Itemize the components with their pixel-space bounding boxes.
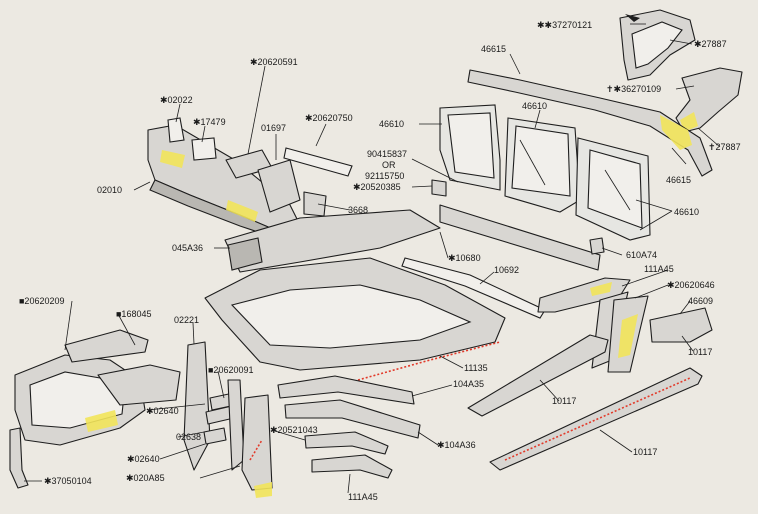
label-37050104: ✱37050104: [44, 476, 92, 486]
label-10117-b: 10117: [552, 396, 576, 406]
label-10117-a: 10117: [688, 347, 712, 357]
label-02640-b: ✱02640: [127, 454, 160, 464]
label-045A36: 045A36: [172, 243, 203, 253]
label-610A74: 610A74: [626, 250, 657, 260]
label-92115750: 92115750: [365, 171, 404, 181]
label-02010: 02010: [97, 185, 122, 195]
label-20620591: ✱20620591: [250, 57, 298, 67]
label-104A35: 104A35: [453, 379, 484, 389]
label-46609: 46609: [688, 296, 713, 306]
label-37270121: ✱✱37270121: [537, 20, 592, 30]
label-111A45-right: 111A45: [644, 264, 674, 274]
label-104A36: ✱104A36: [437, 440, 476, 450]
label-20620091: ■20620091: [208, 365, 253, 375]
label-10680: ✱10680: [448, 253, 481, 263]
label-27887-right: ✝27887: [708, 142, 741, 152]
label-46615-top: 46615: [481, 44, 506, 54]
label-02022: ✱02022: [160, 95, 193, 105]
label-20620209: ■20620209: [19, 296, 64, 306]
label-46610-b: 46610: [522, 101, 547, 111]
label-or: OR: [382, 160, 396, 170]
part-number-labels: ✱✱37270121 ✱27887 46615 ✝✱36270109 ✝2788…: [19, 20, 741, 502]
label-02221: 02221: [174, 315, 199, 325]
quarter-windows: [439, 104, 651, 241]
label-36270109: ✝✱36270109: [606, 84, 661, 94]
label-46615-right: 46615: [666, 175, 691, 185]
label-02638: 02638: [176, 432, 201, 442]
label-02640-a: ✱02640: [146, 406, 179, 416]
label-3668: 3668: [348, 205, 368, 215]
right-rocker-panels: [467, 277, 713, 471]
label-168045: ■168045: [116, 309, 151, 319]
label-46610-c: 46610: [674, 207, 699, 217]
label-01697: 01697: [261, 123, 286, 133]
b-pillar-parts: [183, 341, 273, 498]
roof-pillar-assembly: [467, 9, 743, 177]
label-111A45-bottom: 111A45: [348, 492, 378, 502]
label-20521043: ✱20521043: [270, 425, 318, 435]
label-20620646: ✱20620646: [667, 280, 715, 290]
floor-pan: [204, 179, 605, 381]
label-20520385: ✱20520385: [353, 182, 401, 192]
lower-reinforcements: [277, 375, 421, 479]
label-020A85: ✱020A85: [126, 473, 165, 483]
label-10692: 10692: [494, 265, 519, 275]
label-90415837: 90415837: [367, 149, 407, 159]
rear-quarter-panel: [9, 329, 181, 489]
label-46610-a: 46610: [379, 119, 404, 129]
label-17479: ✱17479: [193, 117, 226, 127]
label-10117-c: 10117: [633, 447, 657, 457]
arrow-icon: [625, 14, 640, 22]
leader-lines: [24, 23, 721, 494]
label-27887-top: ✱27887: [694, 39, 727, 49]
label-11135: 11135: [464, 363, 488, 373]
label-20620750: ✱20620750: [305, 113, 353, 123]
